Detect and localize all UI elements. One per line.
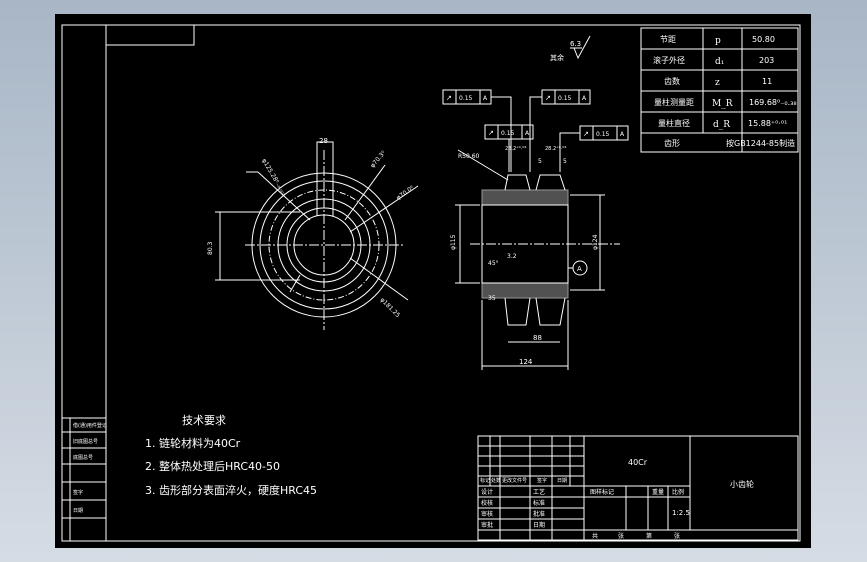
- param-symbol: M_R: [712, 99, 733, 109]
- svg-text:设计: 设计: [481, 488, 493, 496]
- param-symbol: d_R: [713, 120, 730, 130]
- svg-text:第: 第: [646, 532, 652, 540]
- svg-text:0.15: 0.15: [558, 95, 572, 102]
- svg-text:张: 张: [618, 532, 624, 540]
- svg-text:↗: ↗: [488, 129, 494, 137]
- param-value: 50.80: [752, 35, 775, 44]
- svg-text:0.15: 0.15: [596, 131, 610, 138]
- side-label-5: 日期: [73, 508, 83, 514]
- param-name: 齿数: [664, 76, 680, 86]
- svg-text:其余: 其余: [550, 53, 564, 62]
- svg-text:审核: 审核: [481, 510, 493, 518]
- dim-d3: φ70.0⁰: [395, 184, 416, 201]
- dim-d2: φ70.3⁰: [369, 149, 387, 169]
- title-block: [477, 435, 799, 541]
- note-item: 3. 齿形部分表面淬火，硬度HRC45: [145, 483, 317, 497]
- part-name: 小齿轮: [730, 479, 754, 489]
- svg-text:比例: 比例: [672, 488, 684, 496]
- side-label-4: 签字: [73, 489, 83, 496]
- material: 40Cr: [628, 458, 648, 467]
- svg-text:共: 共: [592, 532, 598, 540]
- svg-text:更改文件号: 更改文件号: [502, 477, 527, 484]
- keyway-dim: 28: [319, 137, 328, 145]
- param-value: 11: [762, 77, 772, 86]
- svg-text:A: A: [525, 130, 530, 137]
- notes-title: 技术要求: [182, 414, 226, 427]
- svg-text:校核: 校核: [481, 499, 493, 507]
- svg-text:张: 张: [674, 532, 680, 540]
- dim-hub: 88: [533, 334, 542, 342]
- svg-text:重量: 重量: [652, 488, 664, 496]
- svg-text:审批: 审批: [481, 521, 493, 529]
- side-label-2: 旧底图总号: [73, 438, 98, 445]
- param-symbol: d₁: [715, 57, 724, 67]
- dim-small: 35: [488, 295, 496, 302]
- dim-d4: φ181.25: [379, 296, 402, 319]
- param-value: 按GB1244-85制造: [726, 138, 795, 148]
- note-item: 2. 整体热处理后HRC40-50: [145, 459, 280, 473]
- svg-text:↗: ↗: [545, 94, 551, 102]
- param-name: 量柱直径: [658, 118, 690, 128]
- svg-text:↗: ↗: [583, 130, 589, 138]
- svg-text:6.3: 6.3: [570, 40, 581, 48]
- svg-text:日期: 日期: [557, 478, 567, 484]
- dim-chamfer: 3.2: [507, 253, 517, 260]
- svg-text:图样标记: 图样标记: [590, 488, 614, 496]
- svg-text:0.15: 0.15: [501, 130, 515, 137]
- dim-angle: 45°: [488, 260, 499, 267]
- svg-text:↗: ↗: [446, 94, 452, 102]
- svg-text:标记: 标记: [480, 477, 490, 484]
- svg-text:A: A: [483, 95, 488, 102]
- surface-finish-symbol: 6.3 其余: [550, 35, 591, 62]
- param-value: 203: [759, 56, 774, 65]
- param-name: 齿形: [664, 139, 680, 148]
- dim-r: R50.60: [458, 153, 480, 160]
- param-name: 节距: [660, 35, 676, 44]
- drawing-border: [61, 24, 801, 542]
- side-label-1: 借(通)用件登记: [73, 422, 107, 429]
- dim-h: 80.3: [207, 241, 214, 255]
- param-value: 15.88⁺⁰·⁰¹: [748, 119, 787, 128]
- dim-a: 28.2⁺⁰·⁰⁴: [505, 146, 526, 152]
- scale: 1:2.5: [672, 509, 690, 517]
- svg-text:A: A: [582, 95, 587, 102]
- svg-text:0.15: 0.15: [459, 95, 473, 102]
- tolerance-frames: [442, 89, 629, 172]
- svg-text:签字: 签字: [537, 477, 547, 484]
- dim-outer: φ124: [592, 234, 599, 250]
- param-name: 滚子外径: [653, 55, 685, 65]
- side-label-3: 底图总号: [73, 454, 93, 461]
- svg-text:批准: 批准: [533, 510, 545, 518]
- svg-text:标准: 标准: [533, 499, 545, 507]
- param-symbol: p: [715, 36, 721, 46]
- svg-text:A: A: [620, 131, 625, 138]
- dim-bore: φ115: [450, 234, 457, 250]
- parameter-table: 节距 p 50.80 滚子外径 d₁ 203 齿数 z 11 量柱测量距 M_R…: [640, 27, 799, 153]
- dim-b: 28.2⁺⁰·⁰⁴: [545, 146, 566, 152]
- dim-total: 124: [519, 358, 533, 366]
- param-name: 量柱测量距: [654, 97, 694, 107]
- svg-text:日期: 日期: [533, 521, 545, 529]
- dim-five-a: 5: [538, 158, 542, 165]
- datum-label: A: [577, 265, 582, 273]
- dim-five-b: 5: [563, 158, 567, 165]
- svg-text:处数: 处数: [491, 477, 501, 484]
- front-view: [215, 141, 419, 330]
- section-view: [455, 149, 620, 370]
- drawing-sheet: [55, 14, 811, 548]
- corner-box: [105, 24, 195, 46]
- side-block: 借(通)用件登记 旧底图总号 底图总号 签字 日期: [61, 417, 107, 542]
- svg-text:工艺: 工艺: [533, 488, 545, 496]
- note-item: 1. 链轮材料为40Cr: [145, 436, 241, 450]
- param-value: 169.68⁰₋₀.₃₈: [749, 98, 797, 107]
- param-symbol: z: [715, 78, 720, 88]
